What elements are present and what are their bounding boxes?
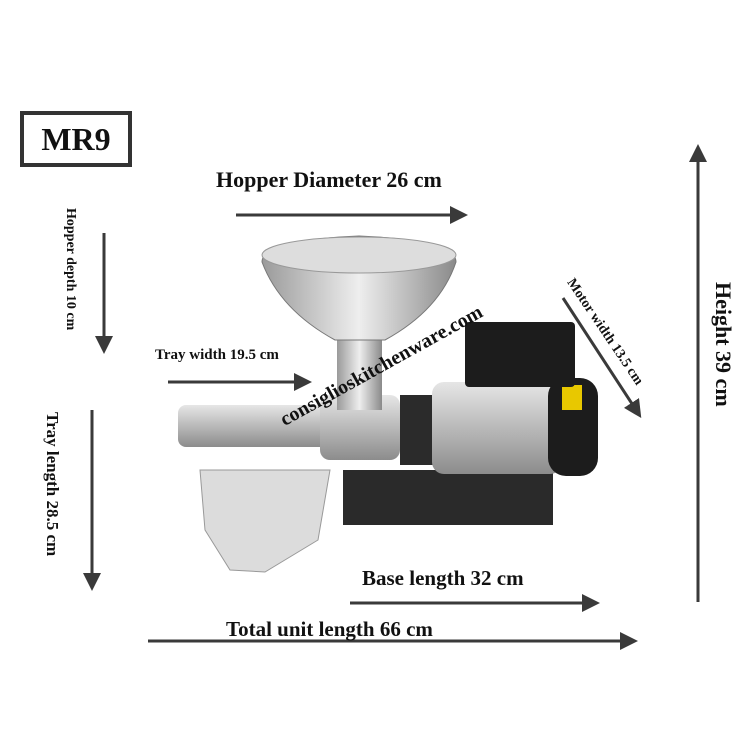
warning-label <box>562 385 582 410</box>
hopper-neck <box>337 330 382 410</box>
tray-width-label: Tray width 19.5 cm <box>155 347 279 363</box>
tray <box>199 469 331 573</box>
sieve-tube <box>178 405 328 447</box>
height-label: Height 39 cm <box>711 282 736 407</box>
body <box>320 395 400 460</box>
motor-width-arrow <box>561 297 642 419</box>
hopper-diameter-label: Hopper Diameter 26 cm <box>216 167 442 192</box>
tray-length-label: Tray length 28.5 cm <box>43 412 62 557</box>
machine <box>178 235 598 573</box>
base <box>343 470 553 525</box>
motor-cap <box>548 378 598 476</box>
motor <box>432 382 562 474</box>
base-length-label: Base length 32 cm <box>362 566 524 590</box>
total-length-label: Total unit length 66 cm <box>226 617 433 641</box>
switch-box <box>465 322 575 387</box>
model-badge: MR9 <box>20 111 132 167</box>
dimension-arrows <box>83 144 707 650</box>
hopper-depth-label: Hopper depth 10 cm <box>63 208 78 331</box>
